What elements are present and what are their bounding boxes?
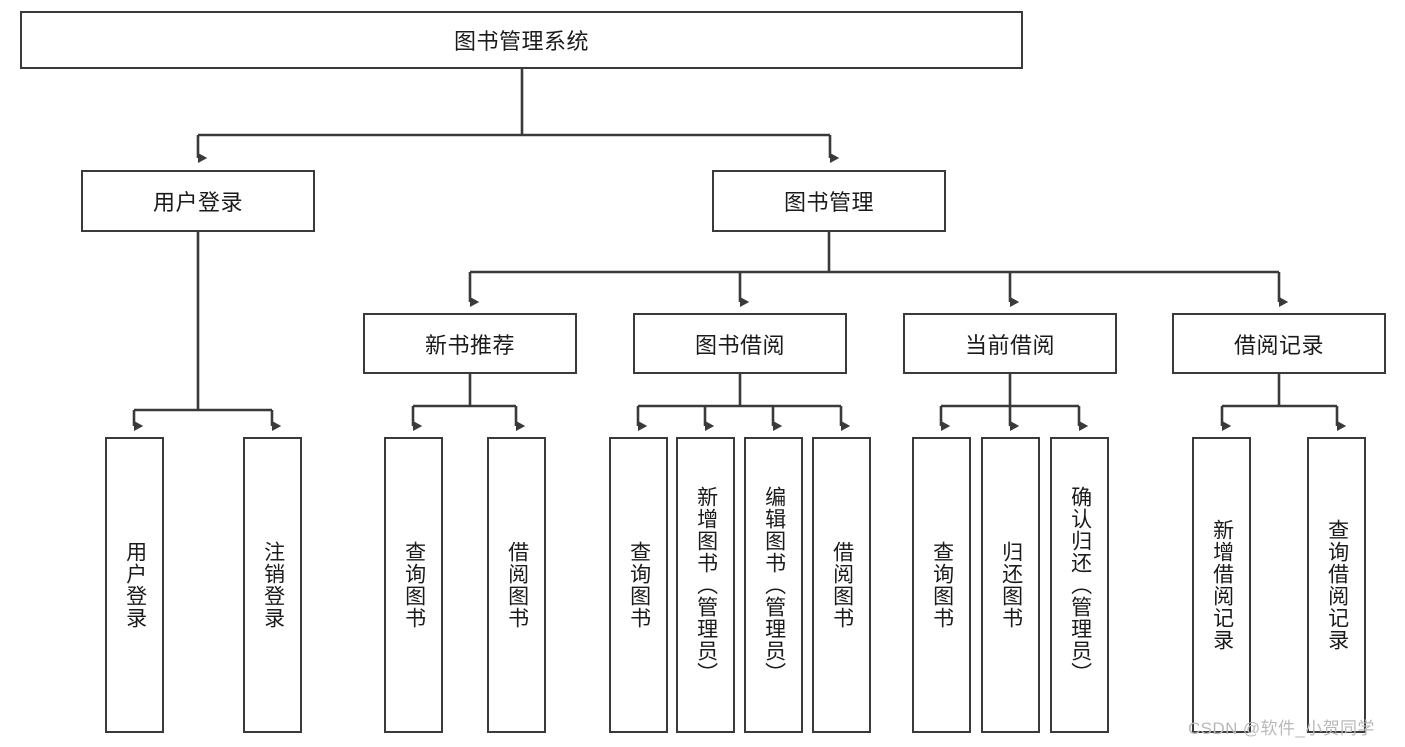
- node-label: 新书推荐: [424, 332, 515, 358]
- node-label: 确认归还（管理员）: [1068, 486, 1092, 684]
- node-label: 注销登录: [261, 541, 285, 629]
- node-label: 用户登录: [123, 541, 147, 629]
- leaf-borrow-book-2[interactable]: 借阅图书: [812, 437, 871, 733]
- leaf-user-login[interactable]: 用户登录: [105, 437, 164, 733]
- leaf-add-record[interactable]: 新增借阅记录: [1192, 437, 1251, 733]
- csdn-watermark: CSDN @软件_小贺同学: [1188, 719, 1375, 738]
- leaf-borrow-book-1[interactable]: 借阅图书: [487, 437, 546, 733]
- node-root-book-management-system[interactable]: 图书管理系统: [20, 11, 1023, 69]
- leaf-query-record[interactable]: 查询借阅记录: [1307, 437, 1366, 733]
- leaf-add-book[interactable]: 新增图书（管理员）: [676, 437, 735, 733]
- node-label: 图书管理系统: [453, 29, 589, 54]
- node-label: 查询借阅记录: [1325, 519, 1349, 651]
- node-label: 编辑图书（管理员）: [762, 486, 786, 684]
- node-label: 当前借阅: [964, 332, 1055, 358]
- leaf-query-book-2[interactable]: 查询图书: [609, 437, 668, 733]
- node-current-borrow[interactable]: 当前借阅: [903, 313, 1117, 374]
- node-label: 归还图书: [999, 541, 1023, 629]
- node-label: 查询图书: [930, 541, 954, 629]
- node-new-book-recommend[interactable]: 新书推荐: [363, 313, 577, 374]
- node-label: 查询图书: [627, 541, 651, 629]
- node-label: 借阅图书: [830, 541, 854, 629]
- node-label: 新增图书（管理员）: [694, 486, 718, 684]
- node-label: 用户登录: [152, 190, 243, 215]
- node-user-login[interactable]: 用户登录: [81, 170, 315, 232]
- leaf-logout-login[interactable]: 注销登录: [243, 437, 302, 733]
- node-label: 图书管理: [783, 190, 874, 215]
- node-borrow-record[interactable]: 借阅记录: [1172, 313, 1386, 374]
- leaf-query-book-1[interactable]: 查询图书: [384, 437, 443, 733]
- node-book-management[interactable]: 图书管理: [712, 170, 946, 232]
- leaf-edit-book[interactable]: 编辑图书（管理员）: [744, 437, 803, 733]
- leaf-return-book[interactable]: 归还图书: [981, 437, 1040, 733]
- node-label: 图书借阅: [694, 332, 785, 358]
- node-label: 查询图书: [402, 541, 426, 629]
- leaf-query-book-3[interactable]: 查询图书: [912, 437, 971, 733]
- node-label: 借阅图书: [505, 541, 529, 629]
- node-book-borrow[interactable]: 图书借阅: [633, 313, 847, 374]
- leaf-confirm-return[interactable]: 确认归还（管理员）: [1050, 437, 1109, 733]
- node-label: 新增借阅记录: [1210, 519, 1234, 651]
- node-label: 借阅记录: [1233, 332, 1324, 358]
